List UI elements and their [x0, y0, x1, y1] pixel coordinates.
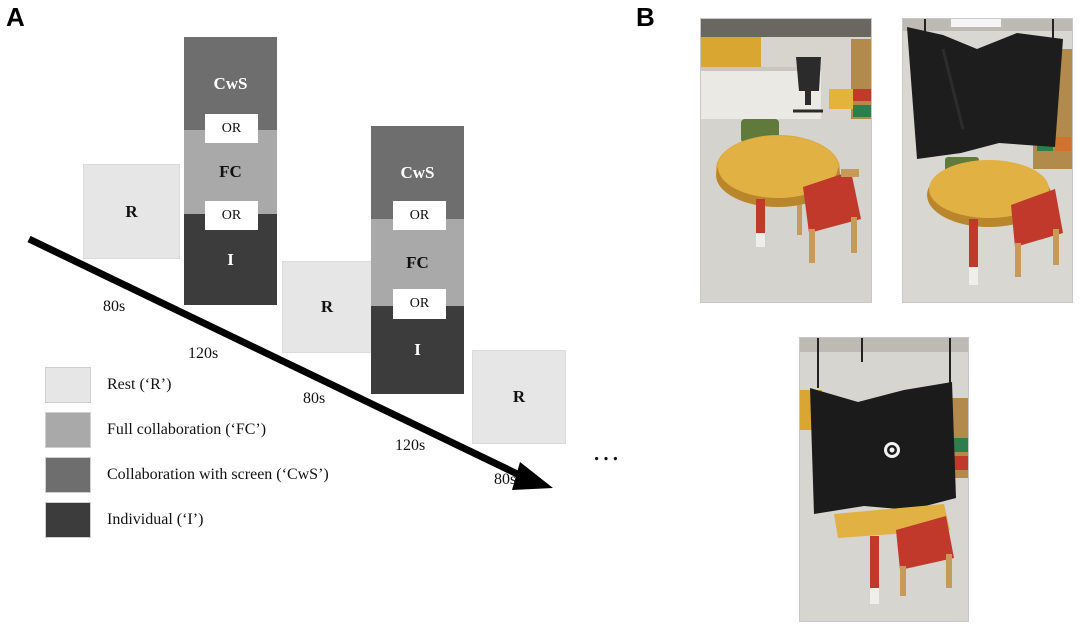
- cws-block-2-label: CwS: [400, 162, 435, 182]
- individual-block-2-label: I: [414, 340, 421, 359]
- photo-room-no-screen: [700, 18, 872, 303]
- legend-swatch-individual: [45, 502, 91, 538]
- panel-label-a: A: [6, 2, 25, 32]
- legend-item-individual: Individual (‘I’): [45, 502, 329, 538]
- fc-block-1-label: FC: [219, 162, 242, 181]
- duration-task-1: 120s: [188, 345, 219, 362]
- rest-block-3: R: [472, 350, 566, 444]
- timeline-line: [27, 235, 534, 485]
- photo-room-screen-raised-image: [903, 19, 1072, 302]
- legend-item-rest: Rest (‘R’): [45, 367, 329, 403]
- or-label-2b: OR: [393, 289, 446, 319]
- legend-item-collaboration-with-screen: Collaboration with screen (‘CwS’): [45, 457, 329, 493]
- legend: Rest (‘R’) Full collaboration (‘FC’) Col…: [45, 367, 329, 538]
- individual-block-2: I: [371, 306, 464, 394]
- rest-block-2: R: [282, 261, 372, 353]
- continuation-ellipsis: …: [592, 436, 623, 467]
- legend-item-full-collaboration: Full collaboration (‘FC’): [45, 412, 329, 448]
- legend-swatch-full-collaboration: [45, 412, 91, 448]
- duration-rest-2: 80s: [303, 390, 326, 407]
- timeline-arrowhead: [512, 462, 553, 490]
- photo-room-screen-lowered-image: [800, 338, 968, 621]
- or-label-1b: OR: [205, 201, 258, 230]
- legend-label-collaboration-with-screen: Collaboration with screen (‘CwS’): [107, 466, 329, 483]
- cws-block-1: CwS: [184, 37, 277, 130]
- panel-label-b: B: [636, 2, 655, 32]
- rest-block-2-label: R: [320, 297, 334, 316]
- legend-swatch-collaboration-with-screen: [45, 457, 91, 493]
- fc-block-1: FC: [184, 130, 277, 214]
- duration-task-2: 120s: [395, 437, 426, 454]
- individual-block-1-label: I: [227, 249, 234, 269]
- rest-block-1-label: R: [125, 201, 138, 221]
- or-label-1a: OR: [205, 114, 258, 143]
- rest-block-3-label: R: [512, 387, 526, 406]
- duration-rest-3: 80s: [494, 471, 517, 488]
- timeline-arrow: [27, 235, 553, 490]
- fc-block-2-label: FC: [406, 252, 429, 272]
- legend-swatch-rest: [45, 367, 91, 403]
- photo-room-screen-lowered: [799, 337, 969, 622]
- or-label-2a: OR: [393, 201, 446, 230]
- photo-room-no-screen-image: [701, 19, 871, 302]
- legend-label-individual: Individual (‘I’): [107, 511, 204, 528]
- cws-block-1-label: CwS: [213, 73, 248, 93]
- duration-rest-1: 80s: [103, 298, 126, 315]
- legend-label-rest: Rest (‘R’): [107, 376, 172, 393]
- photo-room-screen-raised: [902, 18, 1073, 303]
- rest-block-1: R: [83, 164, 180, 259]
- legend-label-full-collaboration: Full collaboration (‘FC’): [107, 421, 267, 438]
